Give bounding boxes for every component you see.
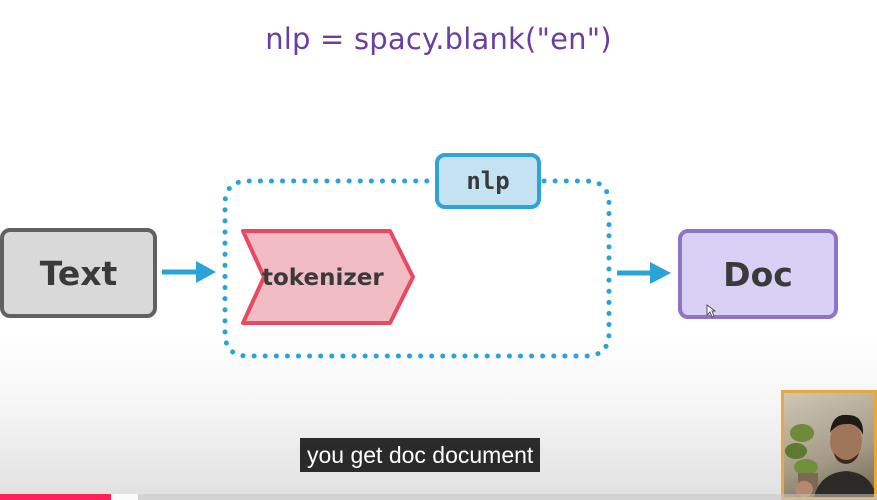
nlp-badge: nlp [435,153,541,209]
presenter-webcam [781,390,877,500]
tokenizer-label: tokenizer [262,265,384,291]
tokenizer-chevron [241,229,415,325]
progress-played [0,494,111,500]
presenter-image [785,414,874,497]
progress-buffered [111,494,138,500]
video-progress-bar[interactable] [0,494,877,500]
subtitle-caption: you get doc document [300,438,541,472]
pipeline-container [222,178,612,359]
text-input-box: Text [0,228,157,318]
slide-title: nlp = spacy.blank("en") [265,22,612,56]
mouse-cursor-icon [706,304,716,318]
doc-output-box: Doc [678,229,838,319]
arrow-right-icon [162,261,216,283]
arrow-right-icon [617,262,671,284]
